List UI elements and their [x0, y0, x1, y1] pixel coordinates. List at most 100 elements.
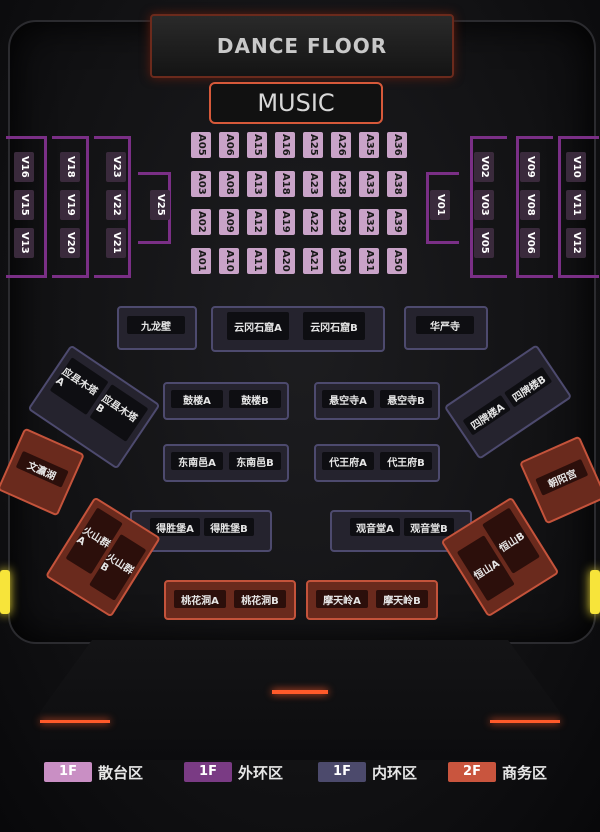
- a-seat[interactable]: A09: [219, 209, 239, 236]
- a-column: A36 A38 A39 A50: [387, 132, 407, 274]
- a-seat[interactable]: A01: [191, 247, 211, 274]
- a-seat[interactable]: A08: [219, 170, 239, 197]
- a-seat[interactable]: A30: [331, 247, 351, 274]
- zone-label: 九龙壁: [127, 316, 185, 334]
- v-seat[interactable]: V23: [106, 152, 126, 182]
- v-seat[interactable]: V13: [14, 228, 34, 258]
- v-seat[interactable]: V01: [430, 190, 450, 220]
- a-seat[interactable]: A22: [303, 209, 323, 236]
- a-seat[interactable]: A06: [219, 132, 239, 158]
- red-light: [272, 690, 328, 694]
- v-bracket: [94, 136, 131, 278]
- v-bracket: [52, 136, 89, 278]
- v-seat[interactable]: V11: [566, 190, 586, 220]
- v-seat[interactable]: V15: [14, 190, 34, 220]
- zone-label: 得胜堡A: [150, 518, 200, 536]
- a-column: A06 A08 A09 A10: [219, 132, 239, 274]
- legend-scattered: 1F 散台区: [44, 760, 143, 784]
- a-seat[interactable]: A15: [247, 132, 267, 158]
- zone-label: 华严寺: [416, 316, 474, 334]
- a-seat[interactable]: A05: [191, 132, 211, 158]
- a-seat[interactable]: A02: [191, 209, 211, 236]
- a-seat[interactable]: A11: [247, 247, 267, 274]
- zone-motianling[interactable]: 摩天岭A 摩天岭B: [306, 580, 438, 620]
- zone-dongnanyi[interactable]: 东南邑A 东南邑B: [163, 444, 289, 482]
- v-bracket: [516, 136, 553, 278]
- a-seat[interactable]: A20: [275, 247, 295, 274]
- zone-taohuadong[interactable]: 桃花洞A 桃花洞B: [164, 580, 296, 620]
- zone-label: 鼓楼B: [229, 390, 281, 408]
- legend-tag: 2F: [448, 762, 496, 782]
- legend-outer: 1F 外环区: [184, 760, 283, 784]
- yellow-light: [590, 570, 600, 614]
- v-seat[interactable]: V18: [60, 152, 80, 182]
- a-seat[interactable]: A16: [275, 132, 295, 158]
- v-seat[interactable]: V10: [566, 152, 586, 182]
- a-seat[interactable]: A12: [247, 209, 267, 236]
- a-seat[interactable]: A19: [275, 209, 295, 236]
- legend-label: 商务区: [502, 763, 548, 782]
- a-seat[interactable]: A33: [359, 170, 379, 197]
- v-seat[interactable]: V08: [520, 190, 540, 220]
- legend-label: 散台区: [98, 763, 144, 782]
- zone-deshengbao[interactable]: 得胜堡A 得胜堡B: [130, 510, 272, 552]
- legend-label: 外环区: [238, 763, 284, 782]
- v-seat[interactable]: V12: [566, 228, 586, 258]
- v-bracket: [426, 172, 459, 244]
- legend-tag: 1F: [318, 762, 366, 782]
- v-bracket: [558, 136, 599, 278]
- a-seat[interactable]: A26: [331, 132, 351, 158]
- zone-guanyintang[interactable]: 观音堂A 观音堂B: [330, 510, 472, 552]
- a-seat[interactable]: A10: [219, 247, 239, 274]
- zone-label: 东南邑A: [171, 452, 223, 470]
- a-seat[interactable]: A03: [191, 170, 211, 197]
- v-seat[interactable]: V02: [474, 152, 494, 182]
- a-seat[interactable]: A32: [359, 209, 379, 236]
- v-seat[interactable]: V25: [150, 190, 170, 220]
- v-seat[interactable]: V20: [60, 228, 80, 258]
- zone-label: 代王府B: [380, 452, 432, 470]
- zone-daiwangfu[interactable]: 代王府A 代王府B: [314, 444, 440, 482]
- red-light: [40, 720, 110, 723]
- v-seat[interactable]: V19: [60, 190, 80, 220]
- zone-label: 桃花洞B: [234, 590, 286, 608]
- stage-machinery: [40, 640, 560, 760]
- a-column: A26 A28 A29 A30: [331, 132, 351, 274]
- v-seat[interactable]: V09: [520, 152, 540, 182]
- zone-label: 四牌楼B: [504, 366, 553, 408]
- a-seat[interactable]: A23: [303, 170, 323, 197]
- a-seat[interactable]: A21: [303, 247, 323, 274]
- a-seat[interactable]: A50: [387, 247, 407, 274]
- a-column: A16 A18 A19 A20: [275, 132, 295, 274]
- a-column: A05 A03 A02 A01: [191, 132, 211, 274]
- a-column: A25 A23 A22 A21: [303, 132, 323, 274]
- v-seat[interactable]: V03: [474, 190, 494, 220]
- zone-xuankongsi[interactable]: 悬空寺A 悬空寺B: [314, 382, 440, 420]
- a-seat[interactable]: A39: [387, 209, 407, 236]
- a-seat[interactable]: A38: [387, 170, 407, 197]
- zone-label: 摩天岭A: [316, 590, 368, 608]
- v-seat[interactable]: V16: [14, 152, 34, 182]
- a-seat[interactable]: A18: [275, 170, 295, 197]
- zone-gulou[interactable]: 鼓楼A 鼓楼B: [163, 382, 289, 420]
- zone-label: 代王府A: [322, 452, 374, 470]
- a-seat[interactable]: A36: [387, 132, 407, 158]
- a-seat[interactable]: A13: [247, 170, 267, 197]
- zone-yungang[interactable]: 云冈石窟A 云冈石窟B: [211, 306, 385, 352]
- a-column: A15 A13 A12 A11: [247, 132, 267, 274]
- a-seat[interactable]: A28: [331, 170, 351, 197]
- v-seat[interactable]: V22: [106, 190, 126, 220]
- v-seat[interactable]: V06: [520, 228, 540, 258]
- v-seat[interactable]: V21: [106, 228, 126, 258]
- zone-label: 文瀛湖: [15, 450, 69, 488]
- zone-label: 观音堂B: [404, 518, 454, 536]
- a-seat[interactable]: A31: [359, 247, 379, 274]
- zone-label: 云冈石窟A: [227, 312, 289, 340]
- a-seat[interactable]: A29: [331, 209, 351, 236]
- zone-huayansi[interactable]: 华严寺: [404, 306, 488, 350]
- a-seat[interactable]: A35: [359, 132, 379, 158]
- zone-jiulongbi[interactable]: 九龙壁: [117, 306, 197, 350]
- a-seat[interactable]: A25: [303, 132, 323, 158]
- v-seat[interactable]: V05: [474, 228, 494, 258]
- red-light: [490, 720, 560, 723]
